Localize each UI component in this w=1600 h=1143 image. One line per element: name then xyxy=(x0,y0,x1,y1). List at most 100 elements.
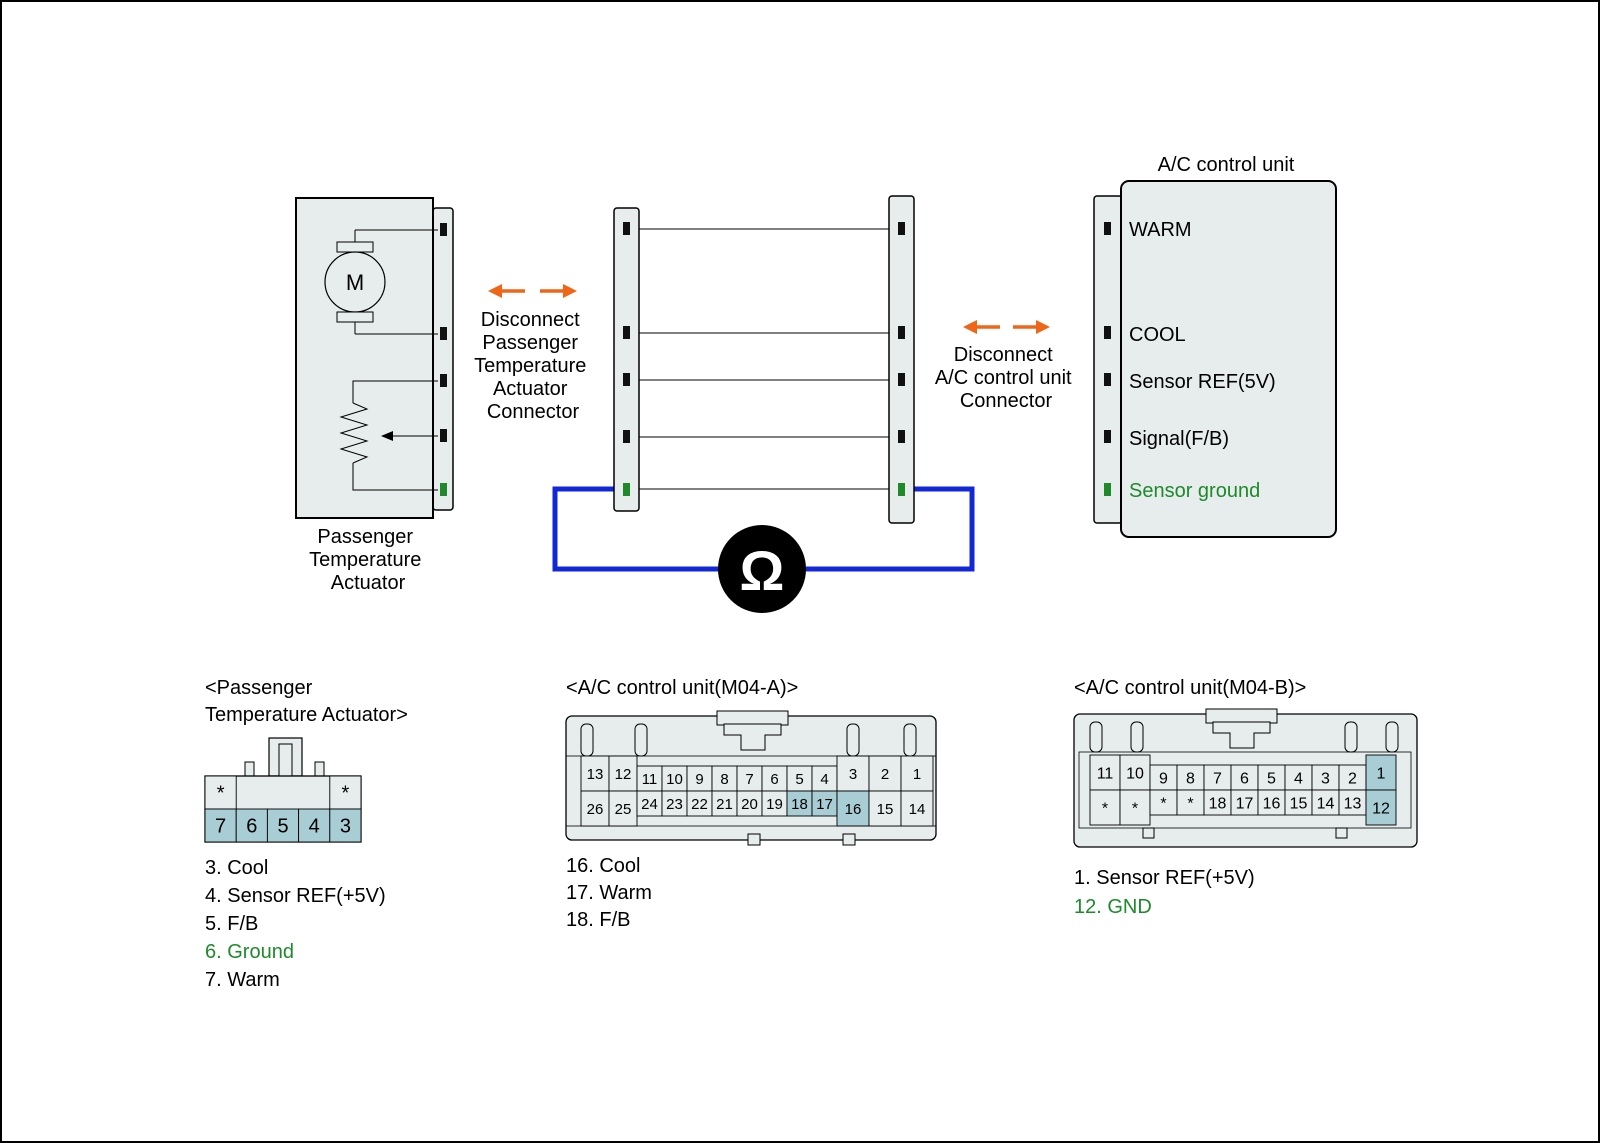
m04b-pin-number: 3 xyxy=(1321,770,1330,787)
m04b-pin-cell xyxy=(1338,789,1367,816)
m04b-pin: * xyxy=(1119,789,1151,826)
m04b-pin: 1 xyxy=(1365,754,1397,791)
acu-pin xyxy=(1104,222,1111,235)
m04b-pin-number: 1 xyxy=(1377,765,1386,782)
m04a-pin: 8 xyxy=(711,765,738,792)
connector-m04a-posts xyxy=(580,723,917,757)
connector-m04a-rail xyxy=(565,755,937,827)
motor-brush-top xyxy=(336,241,374,253)
harness-pin xyxy=(623,326,630,339)
harness-right-connector xyxy=(888,195,915,524)
harness-pin xyxy=(898,326,905,339)
m04b-pin-number: 16 xyxy=(1263,795,1281,812)
connector-actuator-title-line: <Passenger xyxy=(205,677,313,699)
arrow-left-icon xyxy=(963,320,977,334)
m04a-pin-number: 3 xyxy=(849,766,857,783)
m04b-pin: * xyxy=(1089,789,1121,826)
harness-left-connector xyxy=(613,207,640,512)
actuator-label-line: Temperature xyxy=(309,549,421,571)
m04b-pin-number: 14 xyxy=(1317,795,1335,812)
m04a-pin-cell xyxy=(608,755,638,792)
actuator-pin-cell: 4 xyxy=(298,808,331,843)
m04b-pin-number: 6 xyxy=(1240,770,1249,787)
legend-item: 16. Cool xyxy=(566,855,641,877)
m04a-pin-cell xyxy=(711,765,738,792)
disconnect-right-line: Connector xyxy=(960,390,1053,412)
m04b-pin-cell xyxy=(1257,789,1286,816)
m04a-pin: 12 xyxy=(608,755,638,792)
m04a-pin: 7 xyxy=(736,765,763,792)
acu-terminal-sensor-ref: Sensor REF(5V) xyxy=(1129,371,1276,393)
disconnect-left-line: Disconnect xyxy=(481,309,580,331)
m04b-pin: 15 xyxy=(1284,789,1313,816)
m04b-pin: 17 xyxy=(1230,789,1259,816)
legend-item: 6. Ground xyxy=(205,941,294,963)
m04a-pin-number: 15 xyxy=(877,801,894,818)
ac-control-unit: A/C control unit WARM COOL Sensor REF(5V… xyxy=(1093,154,1337,538)
m04a-pin: 5 xyxy=(786,765,813,792)
connector-post xyxy=(1130,721,1144,753)
m04a-pin-cell xyxy=(686,790,713,817)
m04a-pin-cell xyxy=(786,765,813,792)
m04b-pin-cell xyxy=(1203,789,1232,816)
m04b-pin-number: 17 xyxy=(1236,795,1254,812)
actuator-label-line: Passenger xyxy=(317,526,413,548)
actuator-pin xyxy=(440,429,447,442)
m04a-pin-cell xyxy=(736,790,763,817)
m04a-pin-number: 6 xyxy=(770,771,778,788)
harness: Ω xyxy=(552,195,975,613)
connector-post xyxy=(1344,721,1358,753)
m04a-pin-number: 16 xyxy=(845,801,862,818)
actuator-pin-cell: 5 xyxy=(266,808,300,843)
m04b-pin-number: 11 xyxy=(1097,765,1114,782)
disconnect-right-line: A/C control unit xyxy=(935,367,1072,389)
actuator-pin-cell-number: 6 xyxy=(246,816,257,838)
m04a-pin: 18 xyxy=(786,790,813,817)
m04b-pin: 6 xyxy=(1230,764,1259,791)
m04b-pin-number: 13 xyxy=(1344,795,1362,812)
disconnect-left-line: Connector xyxy=(487,401,580,423)
m04a-pin: 13 xyxy=(580,755,610,792)
m04a-pin-number: 8 xyxy=(720,771,728,788)
m04a-pin-cell xyxy=(580,755,610,792)
m04a-pin-number: 4 xyxy=(820,771,828,788)
actuator-pin-cell-number: 5 xyxy=(277,816,288,838)
acu-connector-strip xyxy=(1093,195,1123,524)
m04b-pin: * xyxy=(1176,789,1205,816)
motor-label: M xyxy=(346,270,364,295)
m04b-pin-number: 7 xyxy=(1213,770,1222,787)
ohmmeter-symbol: Ω xyxy=(740,539,785,602)
connector-m04b-foot xyxy=(1335,827,1348,839)
m04a-pin-cell xyxy=(580,790,610,827)
actuator-pin-cell: 3 xyxy=(329,808,362,843)
connector-post xyxy=(580,723,594,757)
m04b-pin-number: 5 xyxy=(1267,770,1276,787)
m04b-pin-number: 12 xyxy=(1372,800,1390,817)
m04a-pin-cell xyxy=(786,790,813,817)
connector-m04a-foot xyxy=(747,833,761,846)
harness-pin-ground xyxy=(898,483,905,496)
ohmmeter-icon xyxy=(718,525,806,613)
actuator-pin-cell-number: 7 xyxy=(215,816,226,838)
m04b-pin-cell xyxy=(1119,754,1151,791)
m04b-pin: 13 xyxy=(1338,789,1367,816)
disconnect-right-line: Disconnect xyxy=(954,344,1053,366)
acu-terminal-sensor-ground: Sensor ground xyxy=(1129,480,1260,502)
connector-post xyxy=(1385,721,1399,753)
connector-m04b-latch-tab xyxy=(1212,721,1271,749)
disconnect-left-label: Disconnect Passenger Temperature Actuato… xyxy=(474,309,592,423)
harness-pin xyxy=(623,430,630,443)
acu-pin-ground xyxy=(1104,483,1111,496)
legend-item: 7. Warm xyxy=(205,969,280,991)
m04b-pin: 3 xyxy=(1311,764,1340,791)
connector-post xyxy=(244,761,255,777)
legend-item: 12. GND xyxy=(1074,896,1152,918)
connector-actuator-title: <Passenger Temperature Actuator> xyxy=(205,677,408,726)
m04a-pin-number: 7 xyxy=(745,771,753,788)
connector-post xyxy=(846,723,860,757)
